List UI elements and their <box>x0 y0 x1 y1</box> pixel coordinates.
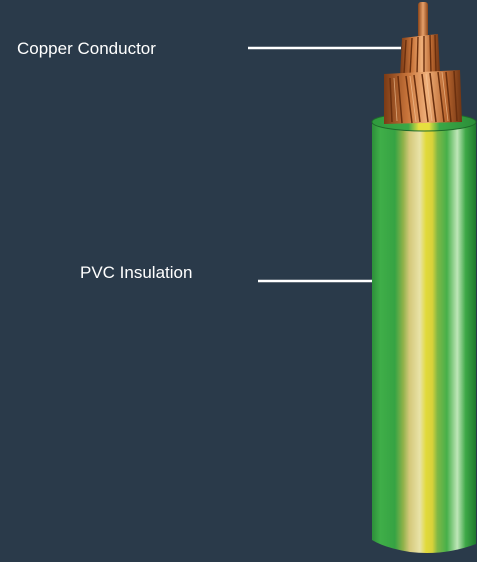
copper-conductor <box>384 2 462 124</box>
copper-conductor-label: Copper Conductor <box>17 39 156 58</box>
pvc-insulation-label: PVC Insulation <box>80 263 193 282</box>
pvc-insulation <box>371 112 477 553</box>
